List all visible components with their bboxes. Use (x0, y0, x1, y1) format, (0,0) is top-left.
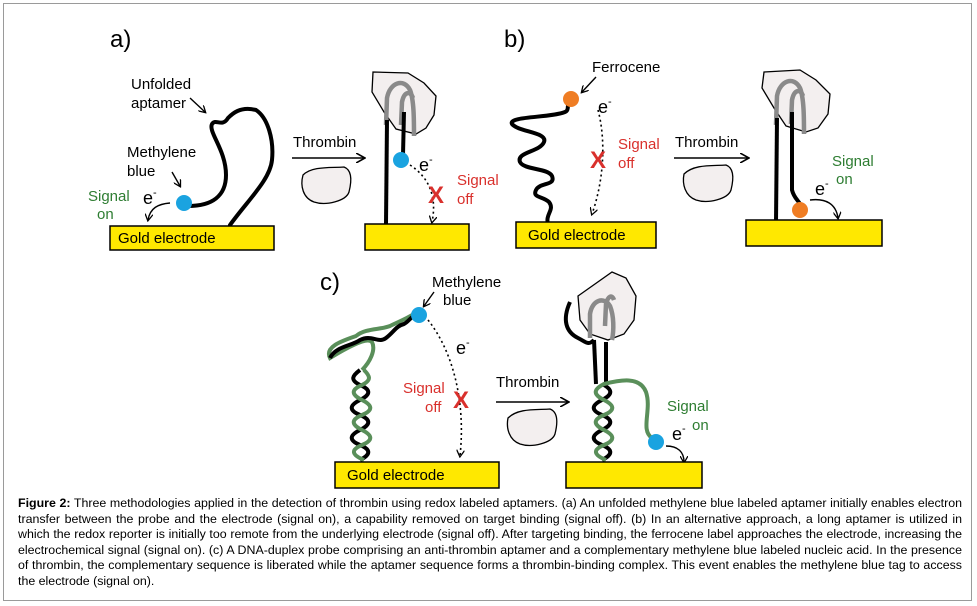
electron-symbol: e- (143, 187, 157, 208)
thrombin-label: Thrombin (293, 134, 356, 151)
electron-symbol: e- (672, 423, 686, 444)
aptamer-strand (401, 111, 406, 156)
panel-b-label: b) (504, 26, 525, 53)
signal-off-label-line2: off (457, 191, 474, 208)
panel-a-label: a) (110, 26, 131, 53)
signal-off-label-line2: off (425, 399, 442, 416)
thrombin-label: Thrombin (496, 374, 559, 391)
methylene-blue-label-line2: blue (127, 163, 155, 180)
diagram: a) Unfolded aptamer Methylene blue Signa… (88, 26, 883, 489)
methylene-blue-tag (393, 152, 409, 168)
aptamer-quadruplex (602, 294, 617, 327)
gold-electrode (109, 225, 275, 251)
thrombin-protein (761, 69, 831, 133)
gold-electrode-label: Gold electrode (118, 230, 216, 247)
cross-mark: X (590, 147, 606, 174)
pointer-arrow (582, 76, 597, 92)
blocked-electron-path (409, 164, 434, 222)
gold-electrode (565, 461, 703, 489)
caption-text: Three methodologies applied in the detec… (18, 496, 963, 588)
aptamer-quadruplex (383, 80, 417, 137)
signal-on-label-line2: on (692, 417, 709, 434)
signal-off-label-line1: Signal (403, 380, 445, 397)
complementary-strand (327, 312, 416, 372)
methylene-blue-label-line1: Methylene (127, 144, 196, 161)
methylene-blue-tag (411, 307, 427, 323)
pointer-arrow (189, 97, 205, 112)
signal-on-label-line2: on (97, 206, 114, 223)
gold-electrode-label: Gold electrode (347, 467, 445, 484)
aptamer-quadruplex (398, 90, 416, 126)
gold-electrode-label: Gold electrode (528, 227, 626, 244)
electron-transfer-arrow (809, 198, 838, 218)
electron-symbol: e- (815, 178, 829, 199)
aptamer-quadruplex (773, 78, 807, 135)
electron-symbol: e- (598, 96, 612, 117)
aptamer-strand (384, 119, 389, 225)
signal-off-label-line2: off (618, 155, 635, 172)
methylene-blue-tag (648, 434, 664, 450)
electron-transfer-arrow (148, 202, 171, 220)
signal-on-label-line1: Signal (88, 188, 130, 205)
aptamer-strand (510, 98, 572, 226)
electron-symbol: e- (419, 154, 433, 175)
unfolded-aptamer-label-line1: Unfolded (131, 76, 191, 93)
signal-on-label-line2: on (836, 171, 853, 188)
blocked-electron-path (592, 109, 604, 214)
signal-on-label-line1: Signal (667, 398, 709, 415)
aptamer-strand (186, 107, 275, 227)
complementary-strand (351, 368, 373, 462)
pointer-arrow (171, 171, 180, 186)
signal-off-label-line1: Signal (618, 136, 660, 153)
gold-electrode (334, 461, 500, 489)
signal-off-label-line1: Signal (457, 172, 499, 189)
ferrocene-label: Ferrocene (592, 59, 660, 76)
aptamer-quadruplex (587, 298, 616, 341)
panel-c-label: c) (320, 269, 340, 296)
caption-label: Figure 2: (18, 496, 71, 510)
figure-caption: Figure 2: Three methodologies applied in… (18, 496, 962, 590)
methylene-blue-label-line2: blue (443, 292, 471, 309)
thrombin-label: Thrombin (675, 134, 738, 151)
aptamer-strand (592, 339, 598, 385)
gold-electrode (515, 221, 657, 249)
gold-electrode (745, 219, 883, 247)
signal-on-label-line1: Signal (832, 153, 874, 170)
panel-c: c) Methylene blue e- X Signal off Gold e… (320, 269, 709, 489)
electron-transfer-arrow (665, 445, 684, 462)
ferrocene-tag (792, 202, 808, 218)
cross-mark: X (428, 182, 444, 209)
methylene-blue-tag (176, 195, 192, 211)
panel-a: a) Unfolded aptamer Methylene blue Signa… (88, 26, 499, 251)
aptamer-strand (328, 314, 416, 360)
unfolded-aptamer-label-line2: aptamer (131, 95, 186, 112)
gold-electrode (364, 223, 470, 251)
methylene-blue-label-line1: Methylene (432, 274, 501, 291)
aptamer-quadruplex (788, 88, 806, 125)
thrombin-protein (682, 164, 734, 203)
pointer-arrow (424, 291, 435, 306)
electron-symbol: e- (456, 337, 470, 358)
cross-mark: X (453, 387, 469, 414)
thrombin-protein (506, 408, 558, 447)
ferrocene-tag (563, 91, 579, 107)
complementary-strand (593, 378, 654, 462)
aptamer-strand (563, 301, 596, 346)
panel-b: b) Ferrocene e- X Signal off Gold electr… (504, 26, 883, 249)
thrombin-protein (301, 166, 352, 205)
aptamer-strand (774, 117, 779, 223)
